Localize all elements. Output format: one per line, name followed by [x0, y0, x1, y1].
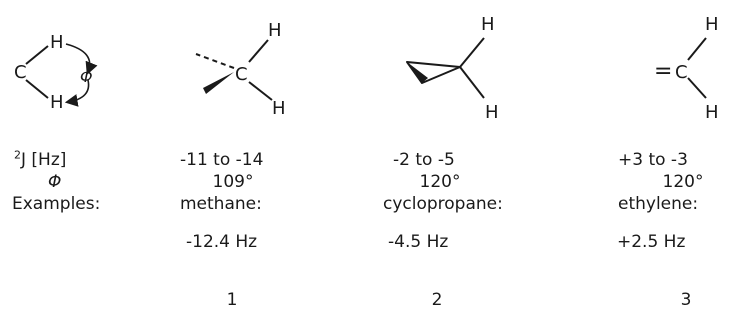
ethylene-range: +3 to -3	[618, 150, 688, 170]
methane-hashed-bond	[195, 53, 235, 69]
ethylene-c-label: C	[675, 62, 688, 83]
methane-bond-bottom	[248, 81, 273, 101]
ethylene-bond-top	[687, 37, 707, 61]
cyclopropane-value: -4.5 Hz	[388, 232, 449, 252]
methane-c-label: C	[235, 64, 248, 85]
ethylene-h-top-label: H	[705, 14, 719, 35]
general-bond-bottom	[25, 79, 49, 99]
methane-h-top-label: H	[268, 20, 282, 41]
ethylene-number: 3	[680, 290, 692, 310]
general-h-top-label: H	[50, 32, 64, 53]
angle-arrow-top	[65, 43, 98, 75]
cyclopropane-number: 2	[431, 290, 443, 310]
general-structure: C H H Φ	[14, 32, 98, 113]
cyclopropane-bond-bottom	[459, 66, 485, 99]
cyclopropane-angle: 120°	[419, 172, 461, 192]
angle-arrow-bottom	[64, 79, 90, 107]
general-bond-top	[25, 45, 49, 65]
methane-bond-top	[248, 39, 269, 63]
general-h-bottom-label: H	[50, 92, 64, 113]
structure-diagrams: C H H Φ C H H H H = C H H	[14, 14, 719, 123]
cyclopropane-ring-wedge	[407, 62, 428, 83]
coupling-superscript: 2	[14, 148, 21, 162]
methane-angle: 109°	[212, 172, 254, 192]
ethylene-example: ethylene:	[618, 194, 699, 214]
structure-cyclopropane: H H	[406, 14, 499, 123]
ethylene-double-bond: =	[654, 59, 672, 84]
methane-range: -11 to -14	[180, 150, 264, 170]
methane-h-bottom-label: H	[272, 98, 286, 119]
ethylene-h-bottom-label: H	[705, 102, 719, 123]
cyclopropane-range: -2 to -5	[393, 150, 455, 170]
general-c-label: C	[14, 62, 27, 83]
examples-label: Examples:	[12, 194, 101, 214]
methane-example: methane:	[180, 194, 262, 214]
cyclopropane-example: cyclopropane:	[383, 194, 503, 214]
cyclopropane-bond-top	[459, 37, 485, 68]
methane-number: 1	[226, 290, 238, 310]
structure-methane: C H H	[195, 20, 286, 119]
ethylene-bond-bottom	[687, 77, 707, 99]
ethylene-value: +2.5 Hz	[617, 232, 686, 252]
cyclopropane-h-top-label: H	[481, 14, 495, 35]
structure-ethylene: = C H H	[654, 14, 719, 123]
cyclopropane-h-bottom-label: H	[485, 102, 499, 123]
ethylene-angle: 120°	[662, 172, 704, 192]
phi-label: Φ	[48, 172, 62, 192]
coupling-label: 2J [Hz]	[14, 148, 67, 170]
phi-symbol: Φ	[80, 67, 93, 86]
coupling-label-main: J [Hz]	[21, 150, 67, 170]
methane-value: -12.4 Hz	[186, 232, 258, 252]
methane-wedge-bond	[203, 72, 234, 94]
